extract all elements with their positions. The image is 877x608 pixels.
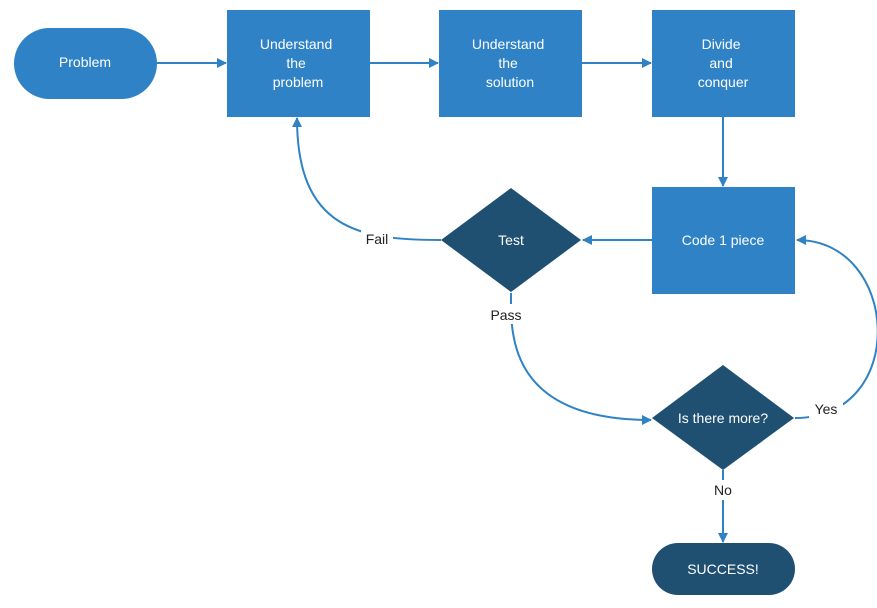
- yes-label-bg: [809, 399, 843, 419]
- node-more-line-0: Is there more?: [678, 410, 768, 426]
- node-understand-problem-line-2: problem: [273, 74, 324, 90]
- edge-label-yes: Yes: [815, 401, 838, 417]
- node-divide-conquer-line-0: Divide: [702, 36, 741, 52]
- svg-text:Test: Test: [498, 232, 524, 248]
- edge-test-pass-to-more: [509, 292, 652, 425]
- svg-text:Understand the: Understand the problem: [260, 36, 336, 90]
- edge-label-no: No: [714, 482, 732, 498]
- node-divide-conquer: Divide and conquer: [652, 10, 795, 117]
- node-understand-solution-line-2: solution: [486, 74, 534, 90]
- edges: [157, 58, 877, 543]
- node-understand-problem-line-1: the: [286, 55, 306, 71]
- node-understand-problem: Understand the problem: [227, 10, 370, 117]
- node-code-piece-line-0: Code 1 piece: [682, 232, 765, 248]
- node-divide-conquer-line-2: conquer: [698, 74, 749, 90]
- node-divide-conquer-line-1: and: [709, 55, 732, 71]
- pass-label-bg: [485, 304, 527, 324]
- node-understand-problem-line-0: Understand: [260, 36, 332, 52]
- fail-label-bg: [361, 229, 393, 249]
- edge-labels: Fail Pass Yes No: [361, 229, 843, 500]
- svg-text:Problem: Problem: [59, 54, 111, 70]
- node-more: Is there more?: [652, 365, 794, 470]
- node-problem-line-0: Problem: [59, 54, 111, 70]
- svg-text:Code 1 piece: Code 1 piece: [682, 232, 765, 248]
- edge-test-fail-to-understand-problem: [292, 117, 442, 241]
- node-understand-solution-line-0: Understand: [472, 36, 544, 52]
- node-understand-solution-line-1: the: [498, 55, 518, 71]
- svg-text:SUCCESS!: SUCCESS!: [687, 561, 759, 577]
- svg-text:Divide and con: Divide and conquer: [698, 36, 749, 90]
- edge-more-yes-to-code-piece: [794, 235, 877, 419]
- node-success-line-0: SUCCESS!: [687, 561, 759, 577]
- node-success: SUCCESS!: [652, 543, 795, 595]
- svg-text:Is there more?: Is there more?: [678, 410, 768, 426]
- no-label-bg: [708, 480, 738, 500]
- node-test-line-0: Test: [498, 232, 524, 248]
- edge-label-fail: Fail: [366, 231, 389, 247]
- node-code-piece: Code 1 piece: [652, 187, 795, 294]
- node-understand-solution: Understand the solution: [439, 10, 582, 117]
- nodes: Problem Understand the problem Understan…: [14, 10, 795, 595]
- edge-label-pass: Pass: [490, 307, 521, 323]
- svg-text:Understand the: Understand the solution: [472, 36, 548, 90]
- node-problem: Problem: [14, 28, 157, 99]
- node-test: Test: [441, 188, 581, 292]
